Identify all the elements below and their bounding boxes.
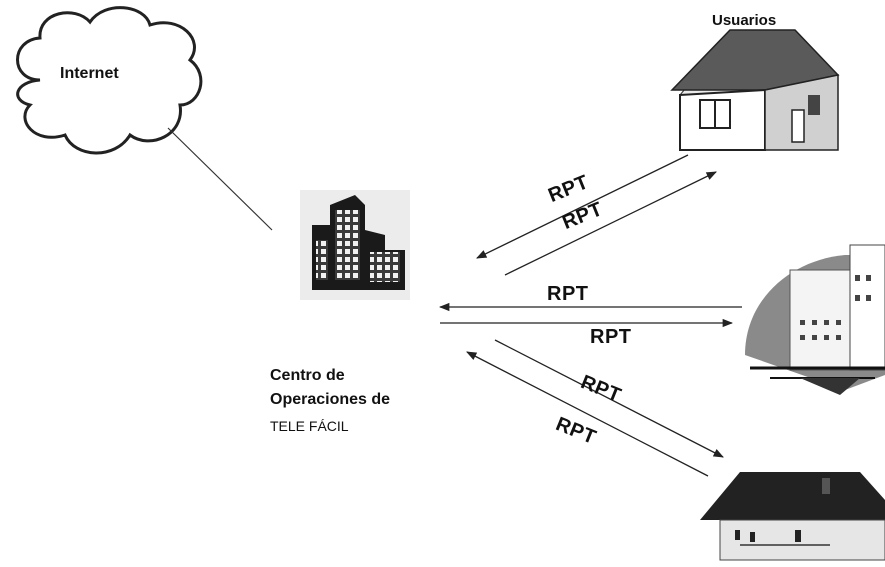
arrow-house-to-center xyxy=(476,154,689,259)
center-label-line1: Centro de xyxy=(270,367,345,384)
corporate-building-icon xyxy=(745,244,885,395)
arrow-center-to-house xyxy=(504,171,717,276)
internet-cloud-icon xyxy=(16,6,203,155)
bungalow-icon xyxy=(700,472,885,561)
office-building-icon xyxy=(300,190,410,300)
arrow-bungalow-to-center xyxy=(466,351,709,477)
rpt-label: RPT xyxy=(590,326,632,348)
house-icon xyxy=(670,29,840,151)
center-label-line3: TELE FÁCIL xyxy=(270,418,349,434)
internet-label: Internet xyxy=(60,65,119,82)
rpt-label: RPT xyxy=(547,283,589,305)
link-arrows xyxy=(438,154,742,477)
arrow-center-to-bungalow xyxy=(494,339,724,458)
center-label-line2: Operaciones de xyxy=(270,391,391,408)
internet-link-line xyxy=(167,127,273,231)
usuarios-label: Usuarios xyxy=(712,12,777,29)
